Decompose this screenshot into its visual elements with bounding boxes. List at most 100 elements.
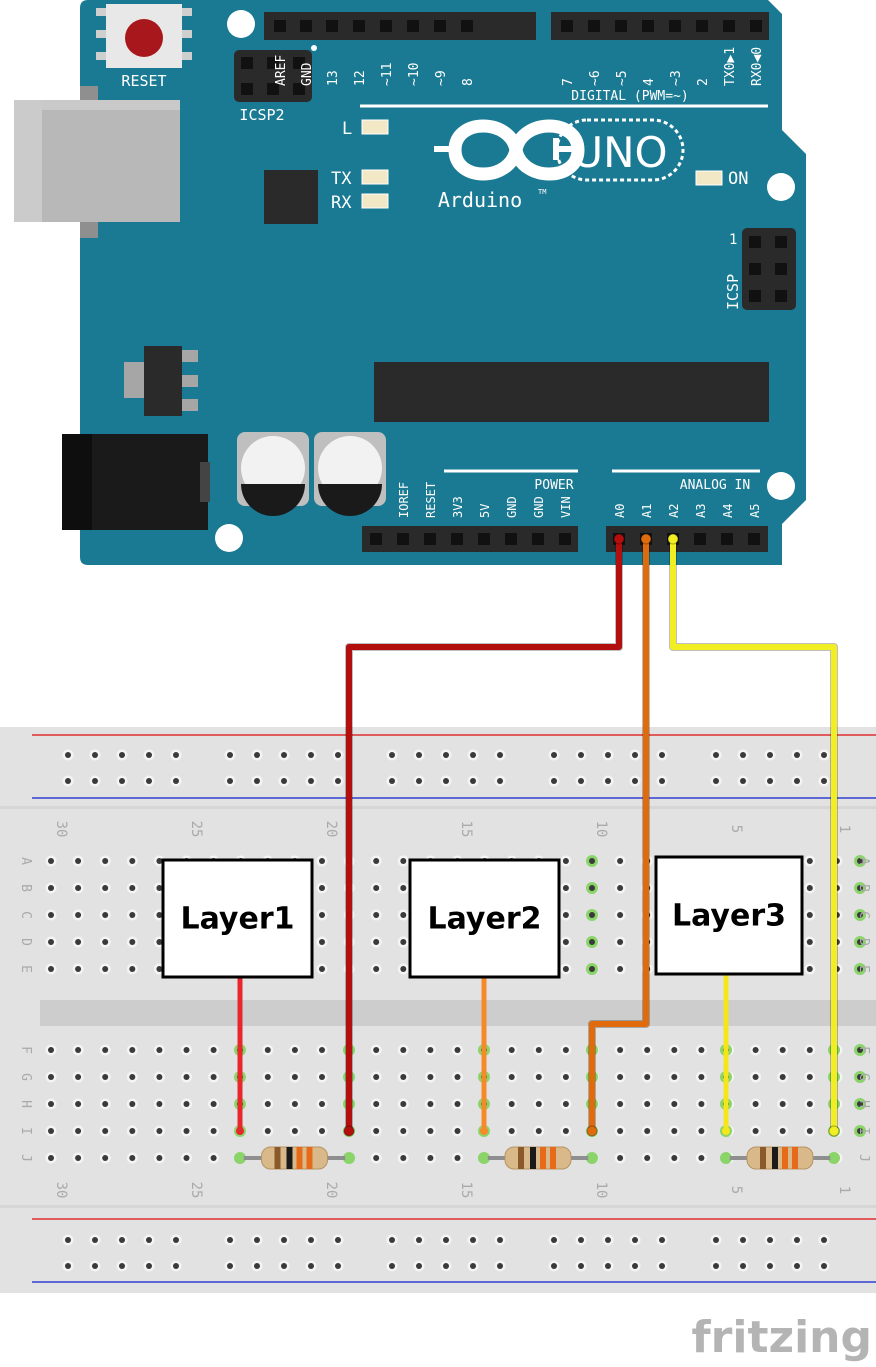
digital-pin[interactable] (434, 20, 446, 32)
rail-hole-center (551, 1263, 557, 1269)
icsp2-pin[interactable] (241, 57, 253, 69)
reset-button[interactable] (125, 19, 163, 57)
digital-pin[interactable] (723, 20, 735, 32)
rail-hole-center (497, 1263, 503, 1269)
rail-hole-center (254, 1237, 260, 1243)
breadboard-hole-center (48, 912, 54, 918)
icsp2-pin[interactable] (267, 83, 279, 95)
breadboard-hole-center (48, 858, 54, 864)
digital-pin[interactable] (380, 20, 392, 32)
digital-pin[interactable] (274, 20, 286, 32)
usb-connector (14, 86, 180, 238)
power-pin-label: VIN (559, 496, 573, 518)
sensor-label: Layer1 (180, 902, 294, 937)
resistor-band (518, 1147, 524, 1169)
breadboard-hole-center (535, 1074, 542, 1080)
icsp2-pin[interactable] (267, 57, 279, 69)
icsp-pin[interactable] (749, 263, 761, 275)
power-pin[interactable] (397, 533, 409, 545)
breadboard-hole-center (291, 1101, 298, 1107)
analog-pin[interactable] (721, 533, 733, 545)
rail-hole-center (821, 752, 827, 758)
digital-pin[interactable] (588, 20, 600, 32)
row-letter: J (856, 1154, 871, 1162)
sensor-box[interactable] (161, 858, 314, 979)
analog-pin[interactable] (694, 533, 706, 545)
icsp2-pin[interactable] (293, 57, 305, 69)
breadboard-hole-center (779, 1047, 786, 1053)
reset-switch[interactable] (96, 4, 192, 68)
breadboard-hole-center (373, 966, 380, 972)
power-pin-label: GND (532, 496, 546, 518)
icsp-pin[interactable] (749, 290, 761, 302)
power-pin[interactable] (559, 533, 571, 545)
digital-pin[interactable] (696, 20, 708, 32)
power-pin[interactable] (478, 533, 490, 545)
digital-pin[interactable] (300, 20, 312, 32)
column-number: 30 (53, 821, 69, 838)
breadboard-hole-center (48, 1101, 54, 1107)
rail-hole-center (605, 752, 611, 758)
sensor-box[interactable] (408, 858, 561, 979)
digital-pin[interactable] (353, 20, 365, 32)
wire-a2-end (828, 1125, 840, 1137)
digital-pin-label: 12 (353, 70, 368, 86)
resistor-band (306, 1147, 313, 1169)
resistor[interactable] (236, 1146, 353, 1170)
icsp-pin[interactable] (749, 236, 761, 248)
digital-pin[interactable] (615, 20, 627, 32)
breadboard-hole-center (752, 1074, 759, 1080)
sensor-label: Layer2 (427, 902, 541, 937)
breadboard-hole-center (319, 966, 325, 972)
digital-pin[interactable] (561, 20, 573, 32)
resistor-end (480, 1154, 488, 1162)
breadboard-hole-center (535, 1047, 542, 1053)
resistor-band (274, 1147, 281, 1169)
icsp-pin[interactable] (775, 263, 787, 275)
analog-pin-label: A4 (721, 504, 735, 518)
led-l-label: L (342, 119, 352, 139)
wire-a0[interactable] (346, 539, 622, 1131)
breadboard-hole-center (75, 939, 82, 945)
power-pin[interactable] (532, 533, 544, 545)
breadboard-hole-center (48, 966, 54, 972)
digital-pin[interactable] (642, 20, 654, 32)
wire-a2[interactable] (670, 539, 837, 1131)
resistor-body (746, 1146, 814, 1170)
sensor-box[interactable] (654, 855, 804, 976)
resistor[interactable] (722, 1146, 838, 1170)
rail-hole-center (227, 752, 233, 758)
analog-pin-label: A2 (667, 504, 681, 518)
digital-pin[interactable] (750, 20, 762, 32)
breadboard-hole-center (671, 1074, 678, 1080)
icsp2-pin[interactable] (241, 83, 253, 95)
power-pin[interactable] (370, 533, 382, 545)
digital-pin[interactable] (407, 20, 419, 32)
resistor[interactable] (480, 1146, 596, 1170)
analog-pin[interactable] (748, 533, 760, 545)
power-pin-label: RESET (424, 482, 438, 518)
power-pin[interactable] (451, 533, 463, 545)
connected-hole-center (589, 858, 595, 864)
breadboard-hole-center (291, 1047, 298, 1053)
icsp-pin[interactable] (775, 236, 787, 248)
breadboard-hole-center (427, 1047, 434, 1053)
rail-hole-center (470, 1237, 476, 1243)
digital-pin[interactable] (461, 20, 473, 32)
power-pin[interactable] (424, 533, 436, 545)
digital-pin[interactable] (326, 20, 338, 32)
digital-pin[interactable] (669, 20, 681, 32)
icsp2-pin[interactable] (293, 83, 305, 95)
breadboard-hole-center (75, 912, 82, 918)
wire-a1-end (640, 533, 652, 545)
connected-hole-center (857, 939, 863, 945)
rail-hole-center (740, 778, 746, 784)
wire-a1[interactable] (589, 539, 649, 1131)
rail-hole-center (713, 1263, 719, 1269)
row-letter: H (18, 1100, 33, 1108)
breadboard-hole-center (75, 858, 82, 864)
power-pin[interactable] (505, 533, 517, 545)
power-pin-label: IOREF (397, 482, 411, 518)
icsp-pin[interactable] (775, 290, 787, 302)
usb-chip (264, 170, 318, 224)
